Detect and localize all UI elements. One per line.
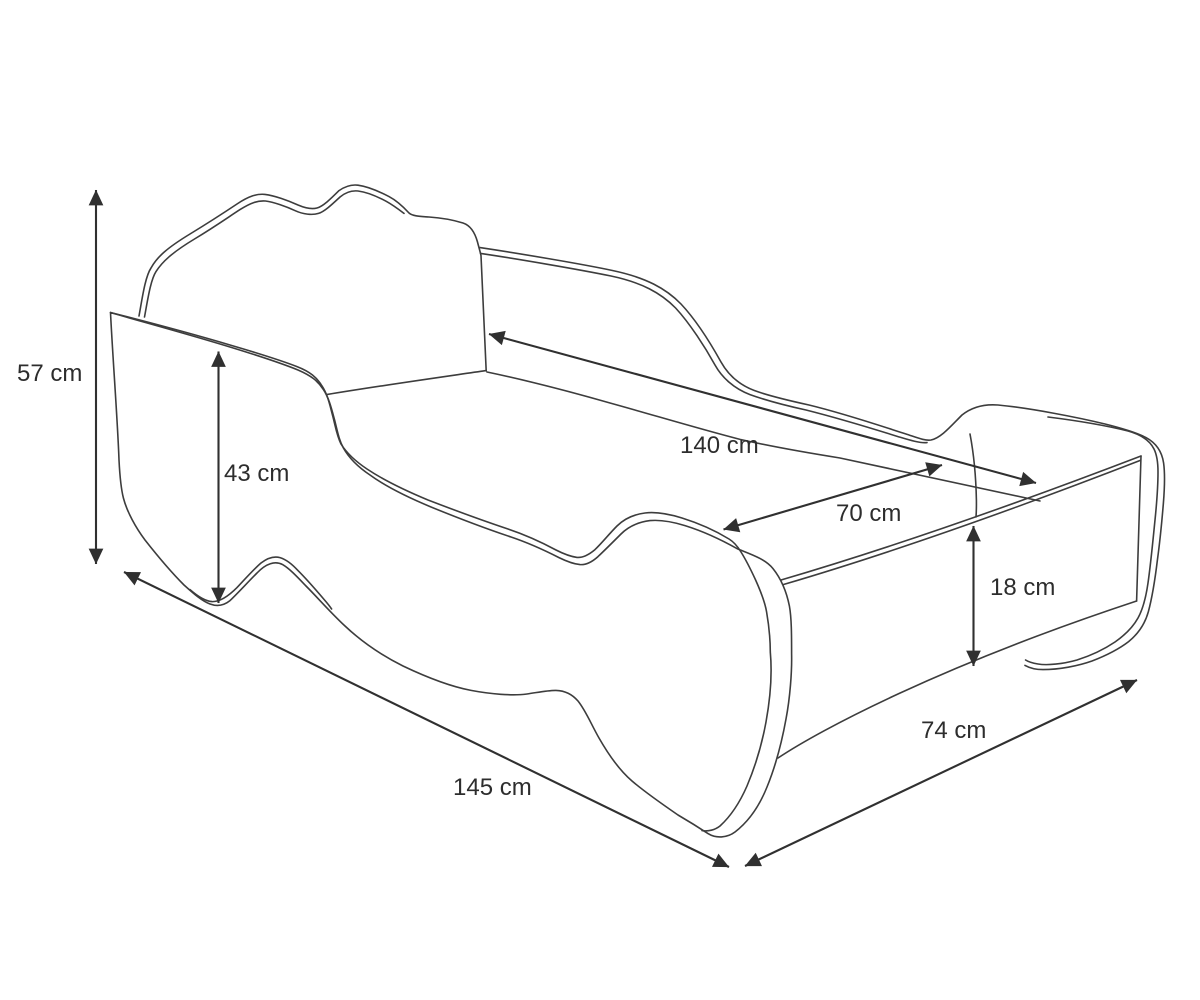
svg-text:140 cm: 140 cm — [680, 432, 759, 459]
svg-text:74 cm: 74 cm — [921, 717, 986, 744]
svg-text:70 cm: 70 cm — [836, 500, 901, 527]
svg-text:57 cm: 57 cm — [17, 360, 82, 387]
svg-text:145 cm: 145 cm — [453, 774, 532, 801]
svg-text:43 cm: 43 cm — [224, 460, 289, 487]
svg-text:18 cm: 18 cm — [990, 574, 1055, 601]
